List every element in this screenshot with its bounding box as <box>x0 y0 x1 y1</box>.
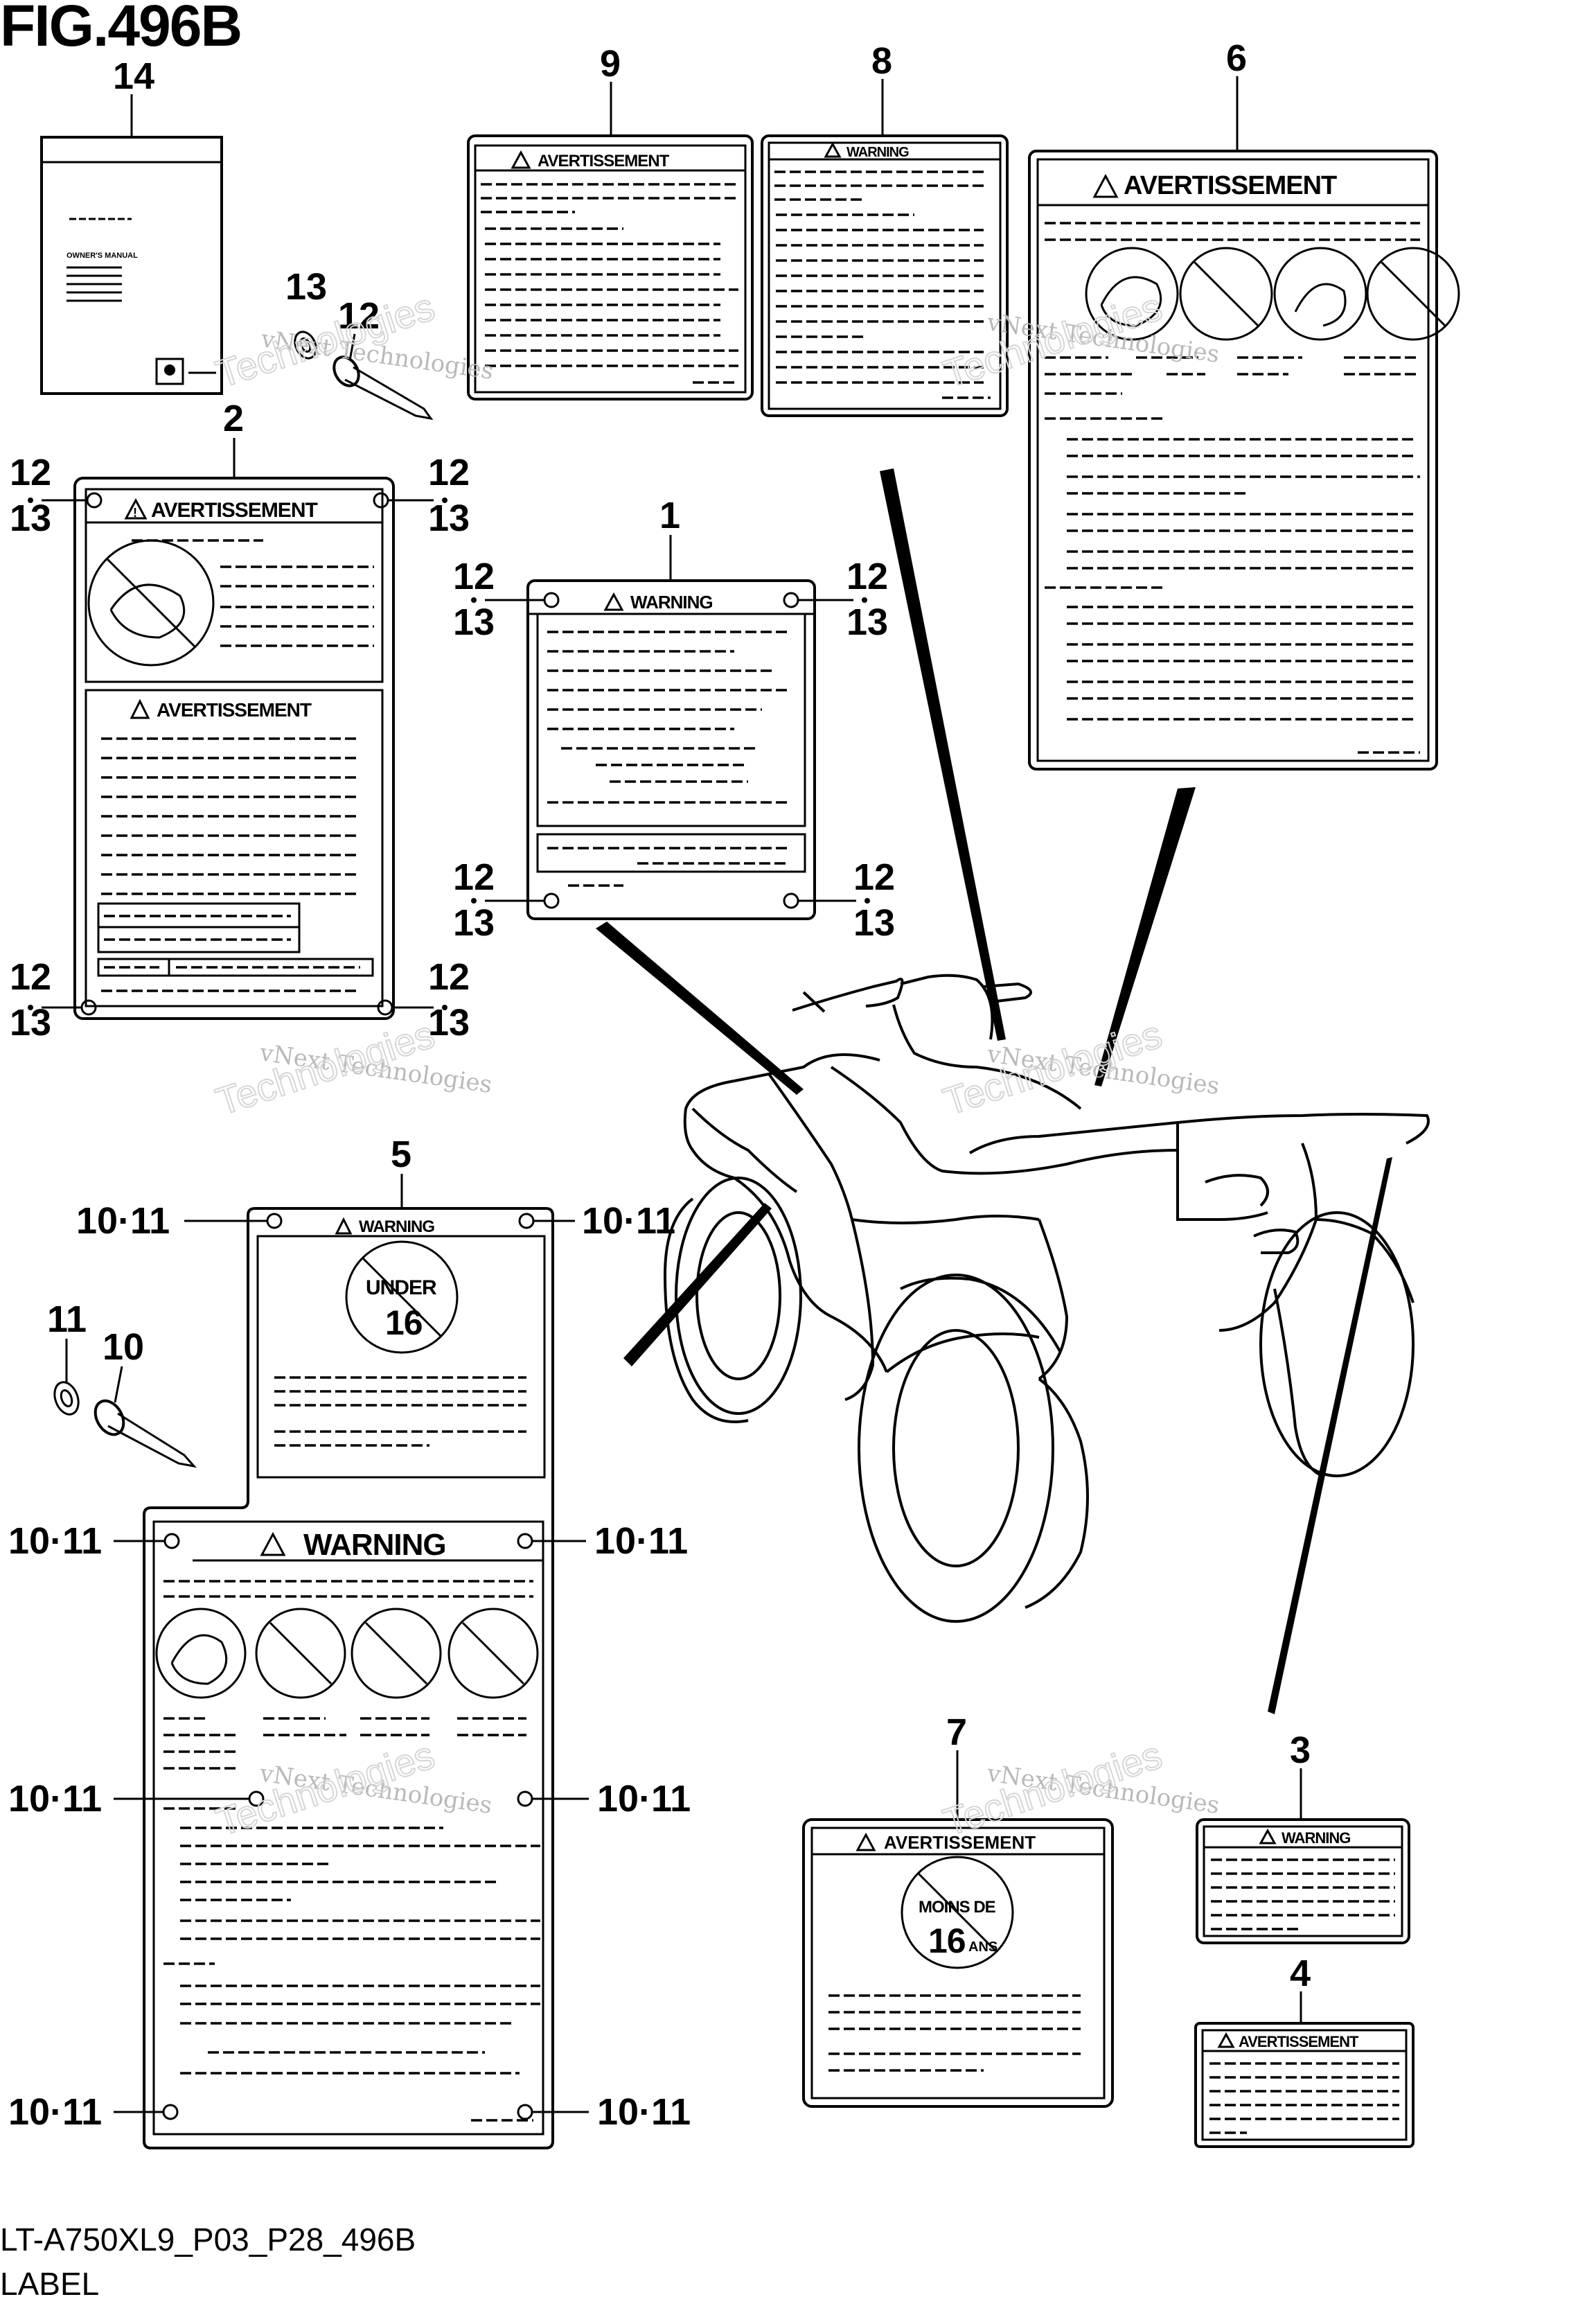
callout-11: 11 <box>47 1299 87 1340</box>
figure-code: LT-A750XL9_P03_P28_496B <box>0 2221 416 2257</box>
part-11-washer[interactable]: 11 <box>47 1299 87 1418</box>
label-7-ans: ANS <box>968 1939 998 1955</box>
part-14-owners-manual[interactable]: 14 OWNER'S MANUAL <box>40 55 223 395</box>
callout-12-l2-tr: 12 <box>428 452 470 493</box>
label-2-callouts: 12 13 12 13 12 13 12 13 <box>10 452 470 1044</box>
label-2[interactable]: 2 ! AVERTISSEMENT AVERTISSEMENT <box>73 398 395 1020</box>
label-1-header: WARNING <box>630 592 713 613</box>
callout-10-11-e: 10·11 <box>8 1778 102 1820</box>
callout-5: 5 <box>391 1134 411 1175</box>
label-9[interactable]: 9 AVERTISSEMENT <box>467 43 754 401</box>
label-9-header: AVERTISSEMENT <box>538 152 670 170</box>
callout-12-l2-bl: 12 <box>10 956 51 998</box>
callout-10: 10 <box>103 1326 144 1368</box>
callout-1: 1 <box>659 495 680 536</box>
callout-14: 14 <box>113 55 154 97</box>
callout-10-11-f: 10·11 <box>597 1778 691 1820</box>
atv-illustration <box>663 974 1430 1623</box>
label-5[interactable]: 5 WARNING UNDER 16 WARNING <box>143 1134 554 2149</box>
figure-title: FIG.496B <box>0 0 241 58</box>
callout-12-l1-br: 12 <box>853 856 895 898</box>
label-7-moins-de: MOINS DE <box>919 1898 996 1917</box>
leader-wedges <box>596 468 1392 1714</box>
callout-10-11-a: 10·11 <box>76 1200 170 1242</box>
label-8-header: WARNING <box>846 145 909 160</box>
callout-6: 6 <box>1226 37 1247 79</box>
callout-2: 2 <box>223 398 244 439</box>
label-5-header-top: WARNING <box>359 1217 434 1236</box>
callout-4: 4 <box>1290 1953 1311 1994</box>
callout-9: 9 <box>600 43 621 85</box>
callout-8: 8 <box>871 40 892 82</box>
label-2-header-bottom: AVERTISSEMENT <box>157 699 312 721</box>
figure-caption: LABEL <box>0 2266 99 2302</box>
label-5-callouts: 10·11 10·11 10·11 10·11 10·11 10·11 10·1… <box>8 1200 691 2133</box>
label-1-callouts: 12 13 12 13 12 13 12 13 <box>453 556 895 944</box>
callout-12-l1-bl: 12 <box>453 856 495 898</box>
label-7[interactable]: 7 AVERTISSEMENT MOINS DE 16 ANS <box>802 1711 1114 2108</box>
callout-10-11-d: 10·11 <box>594 1520 688 1562</box>
callout-13-top: 13 <box>285 266 327 308</box>
label-7-header: AVERTISSEMENT <box>884 1832 1036 1853</box>
callout-13-l2-tl: 13 <box>10 498 51 539</box>
callout-10-11-h: 10·11 <box>597 2091 691 2133</box>
callout-12-l1-tr: 12 <box>846 556 888 597</box>
label-5-age: 16 <box>385 1303 423 1342</box>
label-4-header: AVERTISSEMENT <box>1239 2033 1359 2050</box>
label-3-header: WARNING <box>1282 1829 1350 1847</box>
callout-3: 3 <box>1290 1730 1311 1771</box>
callout-7: 7 <box>946 1711 967 1753</box>
label-5-header-bottom: WARNING <box>303 1528 446 1562</box>
part-13-washer-top[interactable]: 13 <box>285 266 327 362</box>
label-7-age: 16 <box>928 1921 966 1960</box>
part-12-rivet-top[interactable]: 12 <box>329 295 434 421</box>
callout-10-11-g: 10·11 <box>8 2091 102 2133</box>
svg-text:!: ! <box>133 506 137 520</box>
callout-12-l2-tl: 12 <box>10 452 51 493</box>
owners-manual-text: OWNER'S MANUAL <box>66 252 138 260</box>
label-8[interactable]: 8 WARNING <box>761 40 1009 417</box>
callout-13-l1-tr: 13 <box>846 601 888 643</box>
callout-10-11-b: 10·11 <box>582 1200 675 1242</box>
callout-13-l2-br: 13 <box>428 1002 470 1044</box>
callout-12-l1-tl: 12 <box>453 556 495 597</box>
label-5-under: UNDER <box>366 1276 437 1299</box>
label-6-header: AVERTISSEMENT <box>1124 171 1337 200</box>
callout-13-l1-tl: 13 <box>453 601 495 643</box>
callout-12-top: 12 <box>338 295 380 337</box>
callout-13-l1-br: 13 <box>853 902 895 944</box>
callout-13-l1-bl: 13 <box>453 902 495 944</box>
label-2-header-top: AVERTISSEMENT <box>151 499 317 522</box>
callout-13-l2-tr: 13 <box>428 498 470 539</box>
callout-12-l2-br: 12 <box>428 956 470 998</box>
label-1[interactable]: 1 WARNING <box>526 495 816 920</box>
label-6[interactable]: 6 AVERTISSEMENT <box>1028 37 1460 771</box>
label-3[interactable]: 3 WARNING <box>1196 1730 1410 1944</box>
label-4[interactable]: 4 AVERTISSEMENT <box>1194 1953 1415 2148</box>
callout-10-11-c: 10·11 <box>8 1520 102 1562</box>
part-10-rivet[interactable]: 10 <box>89 1326 197 1468</box>
